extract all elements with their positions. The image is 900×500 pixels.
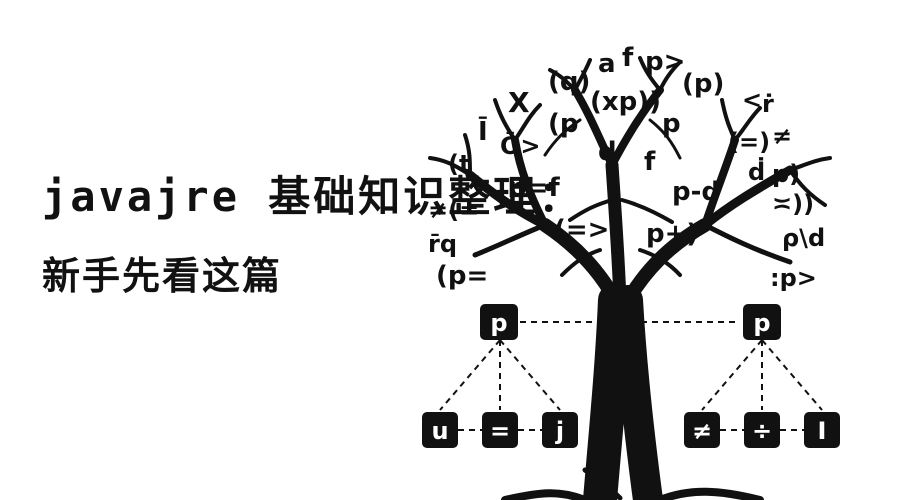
tree-symbol: ṙ bbox=[762, 90, 774, 118]
tree-symbol: (xp)) bbox=[590, 87, 661, 117]
tree-symbol: X bbox=[508, 86, 530, 119]
tree-symbol: (=) bbox=[728, 128, 770, 156]
leaf-node: I bbox=[804, 412, 840, 448]
headline-line-1: javajre 基础知识整理： bbox=[42, 172, 584, 221]
node-connectors bbox=[439, 321, 823, 431]
tree-symbol: f bbox=[644, 147, 656, 177]
leaf-node-label: ≠ bbox=[692, 417, 712, 445]
leaf-node-label: I bbox=[818, 417, 827, 445]
tree-symbol: ḋ bbox=[748, 156, 765, 186]
leaf-node: u bbox=[422, 412, 458, 448]
root-node-right-label: p bbox=[753, 309, 770, 337]
tree-symbol: p-d bbox=[672, 177, 720, 207]
leaf-node-label: ÷ bbox=[752, 417, 772, 445]
tree-symbol: p) bbox=[772, 160, 800, 188]
tree-symbol: p+) bbox=[646, 219, 698, 249]
root-node-left-label: p bbox=[490, 309, 507, 337]
tree-symbol: (p) bbox=[682, 69, 724, 99]
tree-symbol: p> bbox=[645, 47, 685, 77]
tree-symbol: < bbox=[742, 86, 762, 114]
root-node-left: p bbox=[480, 304, 518, 340]
leaf-node: = bbox=[482, 412, 518, 448]
tree-symbol: a bbox=[598, 49, 616, 79]
headline-line-2: 新手先看这篇 bbox=[42, 254, 283, 298]
tree-symbol: :p> bbox=[770, 264, 817, 292]
tree-symbol: r̄q bbox=[428, 230, 457, 258]
tree-symbol: ≠(= bbox=[428, 196, 479, 224]
root-node-right: p bbox=[743, 304, 781, 340]
leaf-node-label: u bbox=[431, 417, 448, 445]
tree-symbol: (t bbox=[448, 150, 470, 178]
leaf-node: j bbox=[542, 412, 578, 448]
tree-symbol: d bbox=[598, 137, 617, 167]
tree-symbol: p=f bbox=[508, 173, 560, 203]
leaf-node-label: = bbox=[490, 417, 510, 445]
leaf-nodes: u = j ≠ ÷ I bbox=[422, 412, 840, 448]
tree-symbol: p bbox=[662, 109, 681, 139]
tree-symbol: ≍)) bbox=[772, 190, 814, 218]
tree-symbol: ≠ bbox=[772, 122, 792, 150]
tree-symbol: (p bbox=[548, 109, 579, 139]
tree-symbol: (=> bbox=[554, 215, 609, 245]
leaf-node-label: j bbox=[555, 417, 564, 445]
tree-trunk-and-branches bbox=[428, 56, 832, 500]
tree-symbol: Ō> bbox=[500, 130, 541, 160]
tree-symbol: (q) bbox=[548, 67, 590, 97]
tree-symbol: Ī bbox=[478, 115, 488, 147]
tree-symbol: (p= bbox=[436, 261, 488, 291]
tree-symbol: f bbox=[622, 43, 634, 73]
tree-symbol: ρ\d bbox=[782, 224, 825, 252]
leaf-node: ÷ bbox=[744, 412, 780, 448]
leaf-node: ≠ bbox=[684, 412, 720, 448]
